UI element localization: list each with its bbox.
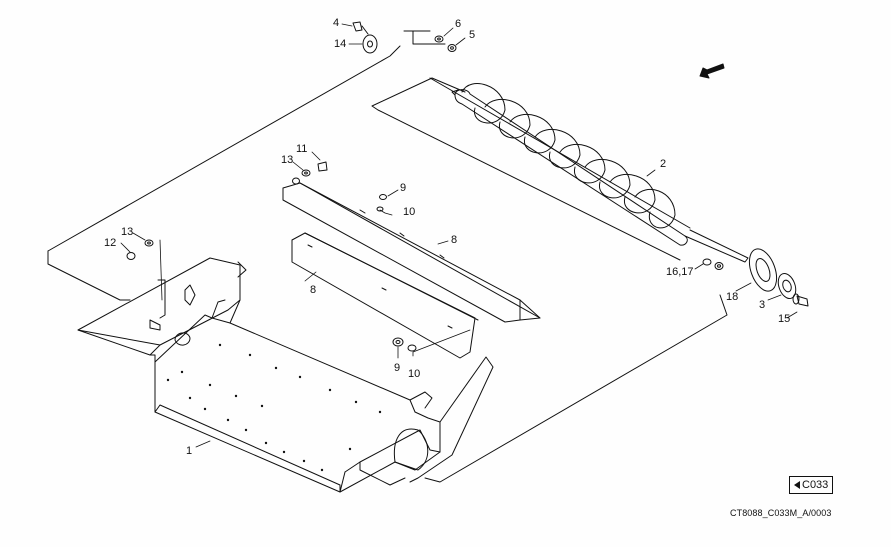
side-opening bbox=[393, 428, 429, 471]
nut-12 bbox=[126, 252, 136, 260]
auger-shaft bbox=[684, 229, 749, 263]
callout-4: 4 bbox=[333, 17, 340, 29]
front-wall bbox=[149, 354, 346, 493]
callout-9-upper: 9 bbox=[400, 182, 407, 194]
bearing bbox=[777, 272, 797, 300]
auger-boundary-right bbox=[424, 294, 728, 483]
end-bolt bbox=[792, 293, 809, 307]
callout-13-left: 13 bbox=[121, 226, 134, 238]
bolt-11 bbox=[317, 161, 328, 172]
washer-6 bbox=[434, 35, 444, 43]
triangle-left-icon bbox=[794, 481, 800, 489]
callout-10-lower: 10 bbox=[408, 368, 421, 380]
callout-15: 15 bbox=[778, 313, 791, 325]
callout-14: 14 bbox=[334, 38, 347, 50]
callout-12: 12 bbox=[104, 237, 117, 249]
callout-10-upper: 10 bbox=[403, 206, 416, 218]
washer-10-lower bbox=[407, 344, 417, 352]
leader-lines bbox=[120, 23, 798, 448]
auger-tube bbox=[454, 89, 688, 246]
bolt-4 bbox=[352, 21, 369, 35]
washer-13-left bbox=[144, 239, 154, 247]
callout-6: 6 bbox=[455, 18, 462, 30]
drawing-id: CT8088_C033M_A/0003 bbox=[730, 508, 832, 518]
nut-5 bbox=[447, 44, 457, 52]
callout-8-upper: 8 bbox=[451, 234, 458, 246]
washer-nut-16-17 bbox=[702, 258, 724, 270]
arrow-icon bbox=[699, 63, 725, 79]
page-reference-link[interactable]: C033 bbox=[789, 476, 834, 494]
round-hole bbox=[174, 332, 191, 346]
callout-11: 11 bbox=[296, 143, 308, 155]
callout-8-lower: 8 bbox=[310, 284, 317, 296]
strip-plate-lower bbox=[291, 232, 479, 359]
bolt-9-upper bbox=[379, 194, 387, 200]
boundary-left-vertical bbox=[47, 250, 131, 301]
callout-2: 2 bbox=[660, 158, 667, 170]
callout-3: 3 bbox=[759, 299, 766, 311]
callout-9-lower: 9 bbox=[394, 362, 401, 374]
left-top-flange bbox=[77, 257, 241, 346]
top-boundary-outline bbox=[47, 30, 446, 252]
callout-13-upper: 13 bbox=[281, 154, 294, 166]
housing-rivets bbox=[166, 343, 382, 472]
strip-plate-upper bbox=[282, 182, 541, 323]
callout-1: 1 bbox=[186, 445, 193, 457]
auger bbox=[451, 83, 749, 263]
washer-10-upper bbox=[376, 206, 384, 212]
nut-13-upper bbox=[292, 177, 300, 185]
washer-13-upper bbox=[301, 169, 311, 177]
housing-pan bbox=[77, 257, 494, 493]
flange-bearing-14 bbox=[362, 34, 378, 54]
callout-5: 5 bbox=[469, 29, 476, 41]
callout-18: 18 bbox=[726, 291, 739, 303]
callout-16-17: 16,17 bbox=[666, 266, 694, 278]
page-reference-label: C033 bbox=[802, 479, 829, 491]
bearing-flange bbox=[748, 248, 778, 292]
auger-boundary-outline bbox=[371, 77, 691, 261]
nut-9-lower bbox=[392, 337, 404, 347]
